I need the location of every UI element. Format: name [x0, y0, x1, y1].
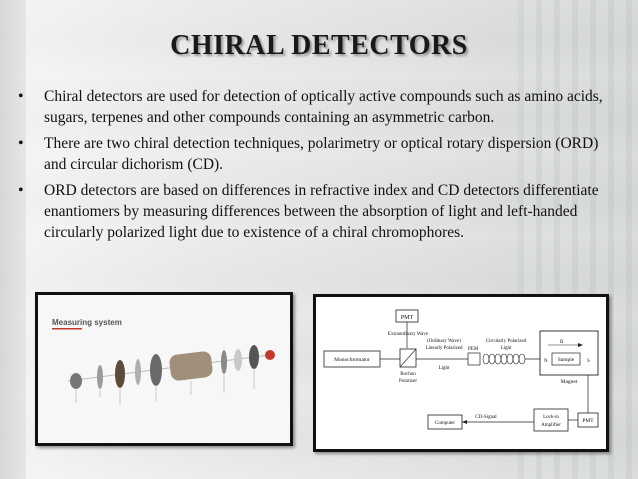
sample-box — [551, 352, 581, 366]
bullet-dot: • — [18, 88, 24, 105]
filter-element — [115, 360, 125, 388]
bullet-item: • Chiral detectors are used for detectio… — [18, 86, 608, 128]
polarizer-element — [150, 354, 162, 386]
detector-element — [265, 350, 275, 360]
ordinary-wave-label: (Ordinary Wave) — [427, 339, 461, 344]
light-source — [70, 373, 82, 389]
s-pole-label: S — [587, 359, 590, 364]
figure-heading: Measuring system — [52, 318, 122, 327]
magnet-label: Magnet — [561, 379, 578, 385]
eyepiece-element — [249, 345, 259, 369]
bullet-dot: • — [18, 135, 24, 152]
bullet-item: • There are two chiral detection techniq… — [18, 133, 608, 175]
extraordinary-wave-label: Extraordinary Wave — [388, 332, 429, 337]
optic-element — [97, 365, 103, 389]
sample-label: Sample — [558, 357, 575, 363]
background-left-strip — [0, 0, 26, 479]
lockin-label: Lock-in — [543, 415, 559, 420]
pem-box — [467, 352, 481, 366]
pmt-bottom-label: PMT — [582, 418, 594, 424]
heading-underline — [52, 328, 82, 330]
bullet-item: • ORD detectors are based on differences… — [18, 180, 608, 243]
circularly-polarized-light-label: Light — [501, 346, 512, 351]
signal-arrow-head — [462, 420, 467, 424]
bullet-text: There are two chiral detection technique… — [44, 135, 599, 173]
optic-element — [234, 349, 242, 371]
measuring-system-figure: Measuring system — [35, 292, 293, 446]
slide-title: CHIRAL DETECTORS — [170, 30, 468, 61]
cd-schematic-diagram: PMT Extraordinary Wave Monochromator Roc… — [316, 297, 606, 449]
pmt-top-label: PMT — [401, 315, 414, 321]
linearly-polarized-label: Linearly Polarized — [425, 346, 463, 351]
analyzer-element — [221, 350, 227, 374]
cd-signal-label: CD-Signal — [475, 415, 497, 420]
rochon-label: Rochon — [400, 372, 416, 377]
amplifier-label: Amplifier — [541, 423, 561, 428]
cd-schematic-figure: PMT Extraordinary Wave Monochromator Roc… — [313, 294, 609, 452]
measuring-system-illustration: Measuring system — [38, 295, 290, 443]
b-field-label: B — [560, 340, 564, 345]
field-arrow-head — [578, 343, 583, 347]
light-label: Light — [439, 366, 450, 371]
bullet-text: Chiral detectors are used for detection … — [44, 88, 603, 126]
polarizer-label: Polarizer — [399, 379, 417, 384]
n-pole-label: N — [544, 359, 548, 364]
bullet-dot: • — [18, 182, 24, 199]
pem-label: PEM — [468, 347, 479, 352]
circularly-polarized-label: Circularly Polarized — [486, 339, 527, 344]
monochromator-label: Monochromator — [334, 357, 370, 363]
computer-label: Computer — [435, 421, 455, 426]
polarizer-diagonal — [399, 348, 417, 368]
sample-tube — [169, 351, 213, 381]
bullet-text: ORD detectors are based on differences i… — [44, 182, 599, 241]
callout-lines — [75, 370, 255, 405]
optic-element — [135, 359, 141, 385]
bullet-list: • Chiral detectors are used for detectio… — [18, 86, 608, 248]
